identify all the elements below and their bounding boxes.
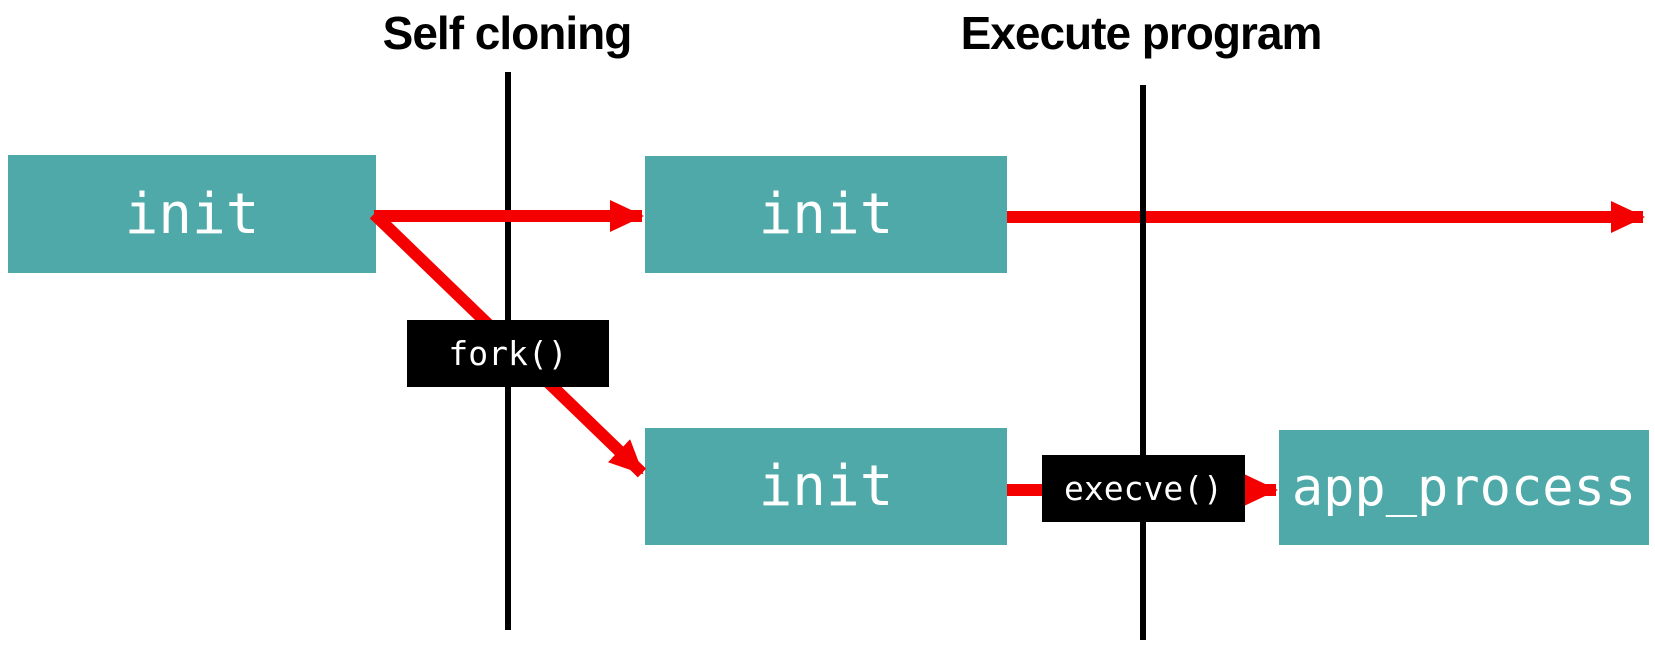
process-box-label: init: [758, 454, 894, 519]
process-box-label: init: [124, 181, 260, 247]
fork-syscall-text: fork(): [448, 334, 568, 373]
process-box-app-process: app_process: [1279, 430, 1649, 545]
process-box-init-parent: init: [8, 155, 376, 273]
execve-syscall-label: execve(): [1042, 455, 1245, 522]
execve-syscall-text: execve(): [1064, 469, 1223, 508]
process-box-label: app_process: [1291, 457, 1637, 518]
process-box-label: init: [758, 182, 894, 247]
process-box-init-child: init: [645, 428, 1007, 545]
fork-syscall-label: fork(): [407, 320, 609, 387]
phase-title-execute-program: Execute program: [960, 7, 1323, 59]
phase-title-self-cloning: Self cloning: [382, 7, 633, 59]
process-box-init-continued: init: [645, 156, 1007, 273]
